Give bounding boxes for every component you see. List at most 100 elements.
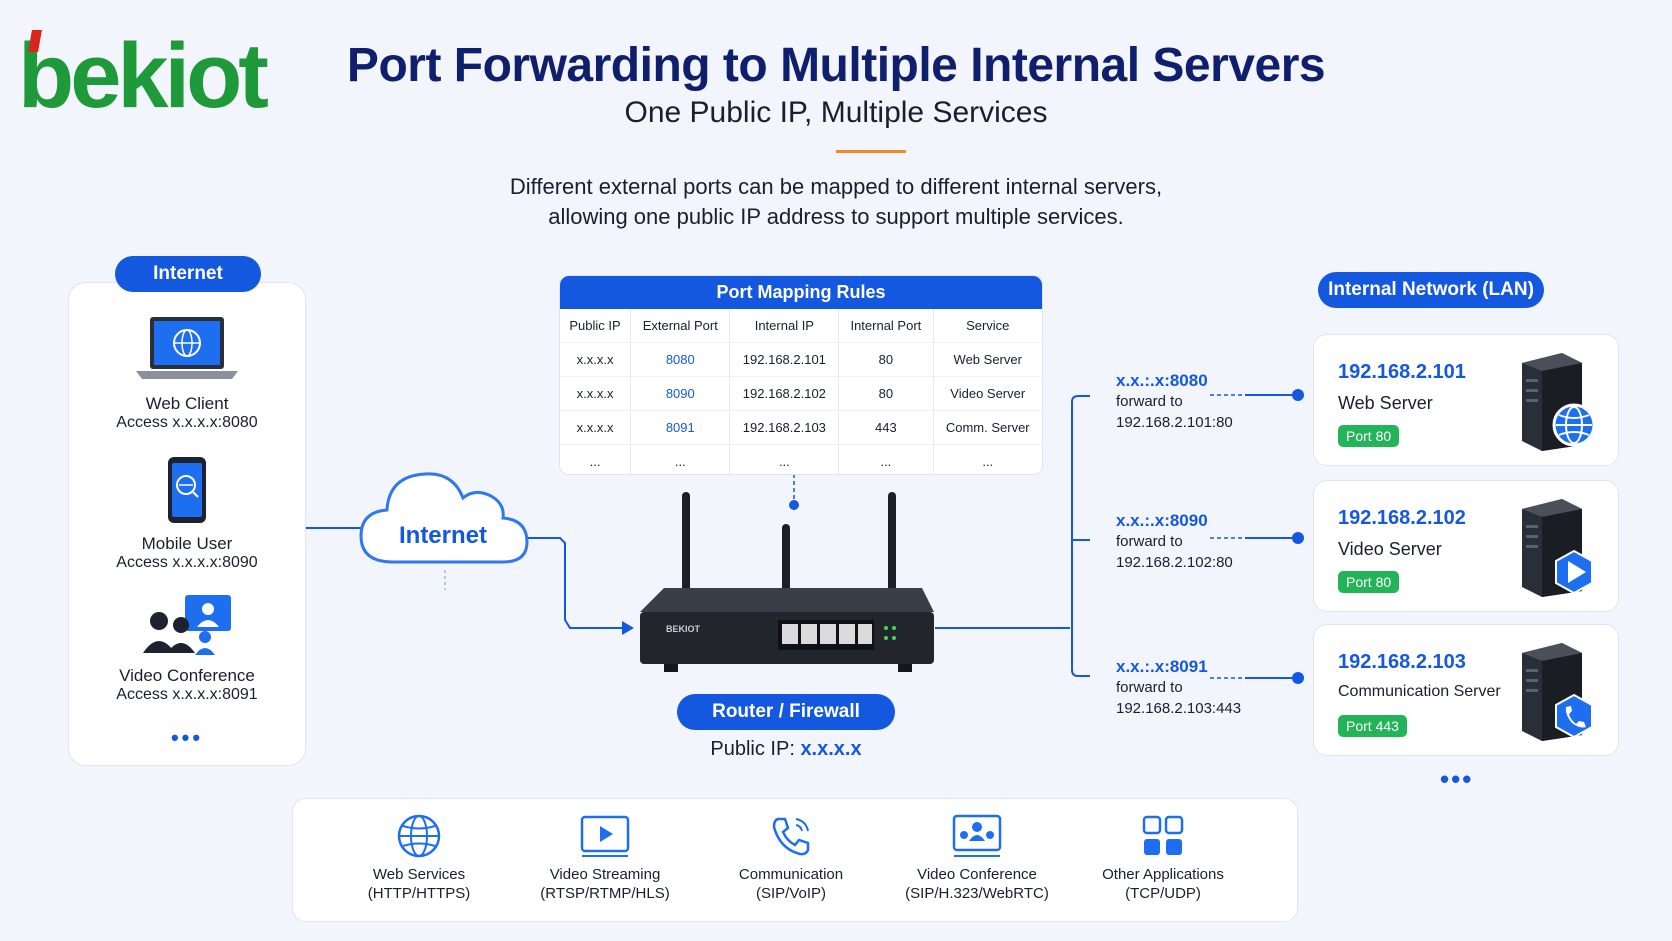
conference-icon (952, 814, 1002, 857)
server-service: Communication Server (1338, 683, 1501, 700)
page-subtitle: One Public IP, Multiple Services (624, 96, 1048, 129)
app-protocol: (HTTP/HTTPS) (367, 885, 471, 902)
forward-text: forward to (1116, 393, 1183, 410)
column-header: Internal IP (729, 309, 840, 343)
app-video-conference: Video Conference (SIP/H.323/WebRTC) (887, 813, 1067, 903)
cell-service: Video Server (933, 376, 1042, 411)
video-play-icon (580, 815, 630, 857)
cell-internal-ip: 192.168.2.102 (729, 376, 840, 411)
forward-port: x.x.:.x:8091 (1116, 657, 1208, 676)
forward-target: 192.168.2.102:80 (1116, 554, 1233, 571)
server-card-communication: 192.168.2.103 Communication Server Port … (1313, 624, 1619, 756)
client-access: Access x.x.x.x:8080 (116, 414, 258, 431)
app-communication: Communication (SIP/VoIP) (701, 813, 881, 903)
forward-rule-8090: x.x.:.x:8090 forward to 192.168.2.102:80 (1116, 510, 1233, 573)
server-ip: 192.168.2.101 (1338, 361, 1466, 383)
cell-external-port: 8080 (630, 342, 731, 377)
app-name: Video Conference (917, 866, 1037, 883)
app-name: Web Services (372, 866, 466, 883)
server-service: Video Server (1338, 539, 1442, 559)
app-protocol: (TCP/UDP) (1125, 885, 1201, 902)
cell-service: Comm. Server (933, 410, 1042, 445)
client-name: Mobile User (141, 534, 233, 553)
column-header: Internal Port (838, 309, 934, 343)
app-name: Communication (738, 866, 844, 883)
server-card-web: 192.168.2.101 Web Server Port 80 (1313, 334, 1619, 466)
client-web: Web Client Access x.x.x.x:8080 (69, 315, 305, 432)
cell-external-port: 8091 (630, 410, 731, 445)
laptop-icon (136, 317, 238, 379)
app-name: Video Streaming (549, 866, 661, 883)
mapping-table-grid: Public IP External Port Internal IP Inte… (560, 309, 1042, 474)
column-header: External Port (630, 309, 731, 343)
table-row: x.x.x.x 8090 192.168.2.102 80 Video Serv… (560, 376, 1042, 411)
forward-text: forward to (1116, 679, 1183, 696)
table-row: x.x.x.x 8080 192.168.2.101 80 Web Server (560, 342, 1042, 377)
server-port-badge: Port 80 (1338, 571, 1400, 593)
column-header: Public IP (560, 309, 632, 343)
forward-rule-8080: x.x.:.x:8080 forward to 192.168.2.101:80 (1116, 370, 1233, 433)
cell-external-port: 8090 (630, 376, 731, 411)
forward-text: forward to (1116, 533, 1183, 550)
lan-label: Internal Network (LAN) (1318, 272, 1544, 308)
cell-internal-ip: 192.168.2.103 (729, 410, 840, 445)
app-name: Other Applications (1102, 866, 1224, 883)
cell-service: Web Server (933, 342, 1042, 377)
page-title: Port Forwarding to Multiple Internal Ser… (346, 39, 1326, 92)
cell-internal-ip: 192.168.2.101 (729, 342, 840, 377)
video-conference-icon (143, 595, 231, 655)
table-row: x.x.x.x 8091 192.168.2.103 443 Comm. Ser… (560, 410, 1042, 445)
router-icon (640, 492, 934, 672)
router-public-ip: Public IP: x.x.x.x (660, 738, 912, 761)
table-title: Port Mapping Rules (560, 276, 1042, 309)
brand-logo: bekiot (18, 30, 269, 122)
forward-target: 192.168.2.103:443 (1116, 700, 1242, 717)
client-name: Web Client (145, 394, 229, 413)
table-row: ... ... ... ... ... (560, 444, 1042, 474)
cell-internal-port: ... (838, 444, 934, 474)
forward-port: x.x.:.x:8090 (1116, 511, 1208, 530)
page-description: Different external ports can be mapped t… (0, 172, 1672, 232)
table-header-row: Public IP External Port Internal IP Inte… (560, 309, 1042, 343)
cell-internal-port: 80 (838, 376, 934, 411)
description-line: allowing one public IP address to suppor… (548, 204, 1124, 229)
app-other-applications: Other Applications (TCP/UDP) (1073, 813, 1253, 903)
description-line: Different external ports can be mapped t… (509, 174, 1163, 199)
app-protocol: (RTSP/RTMP/HLS) (540, 885, 670, 902)
app-protocol: (SIP/VoIP) (755, 885, 827, 902)
smartphone-icon (168, 457, 206, 523)
cell-internal-port: 443 (838, 410, 934, 445)
cloud-label: Internet (398, 522, 487, 549)
router-label: Router / Firewall (677, 694, 895, 730)
column-header: Service (933, 309, 1042, 343)
server-globe-icon (1522, 353, 1596, 451)
logo-text: bekiot (18, 25, 269, 127)
public-ip-label: Public IP: (710, 738, 795, 760)
grid-icon (1142, 815, 1184, 855)
cell-public-ip: x.x.x.x (560, 410, 632, 445)
server-play-icon (1522, 499, 1593, 597)
cell-service: ... (933, 444, 1042, 474)
client-mobile: Mobile User Access x.x.x.x:8090 (69, 455, 305, 572)
client-access: Access x.x.x.x:8091 (116, 686, 258, 703)
cell-public-ip: ... (560, 444, 632, 474)
cell-public-ip: x.x.x.x (560, 342, 632, 377)
router-brand-text: BEKIOT (666, 624, 701, 634)
app-web-services: Web Services (HTTP/HTTPS) (329, 813, 509, 903)
more-servers-indicator: ••• (1440, 764, 1474, 794)
server-port-badge: Port 80 (1338, 425, 1400, 447)
forward-rule-8091: x.x.:.x:8091 forward to 192.168.2.103:44… (1116, 656, 1241, 719)
public-ip-value: x.x.x.x (800, 738, 862, 760)
server-phone-icon (1522, 643, 1593, 741)
phone-icon (772, 817, 810, 856)
server-service: Web Server (1338, 393, 1433, 413)
cloud-icon (359, 472, 529, 564)
internet-clients-panel: Web Client Access x.x.x.x:8080 Mobile Us… (68, 282, 306, 766)
router-device: BEKIOT (636, 488, 938, 678)
server-port-badge: Port 443 (1338, 715, 1407, 737)
client-name: Video Conference (119, 666, 255, 685)
forward-target: 192.168.2.101:80 (1116, 414, 1233, 431)
cell-external-port: ... (630, 444, 731, 474)
cell-internal-ip: ... (729, 444, 840, 474)
